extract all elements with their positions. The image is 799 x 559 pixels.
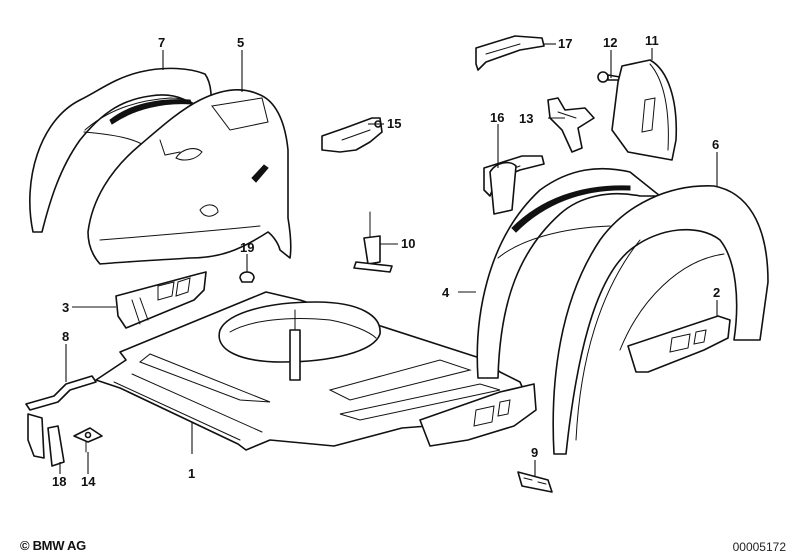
- part-3-side-member-left[interactable]: [115, 271, 207, 329]
- callout-14[interactable]: 14: [81, 474, 96, 489]
- callout-1[interactable]: 1: [188, 466, 195, 481]
- part-17-bracket-top[interactable]: [475, 35, 545, 71]
- part-4-wheelhouse-inner-right[interactable]: [476, 161, 661, 379]
- callout-7[interactable]: 7: [158, 35, 165, 50]
- callout-13[interactable]: 13: [519, 111, 533, 126]
- part-9-clip-plate[interactable]: [517, 471, 553, 493]
- part-5-wheelhouse-inner-left[interactable]: [87, 88, 292, 265]
- part-19-plug[interactable]: [239, 271, 255, 283]
- callout-10[interactable]: 10: [401, 236, 415, 251]
- reference-number: 00005172: [732, 540, 786, 554]
- callout-3[interactable]: 3: [62, 300, 69, 315]
- part-6-wheelhouse-outer-right[interactable]: [552, 185, 769, 455]
- callout-17[interactable]: 17: [558, 36, 572, 51]
- callout-5[interactable]: 5: [237, 35, 244, 50]
- part-10-bolt-bracket[interactable]: [353, 211, 393, 273]
- callout-8[interactable]: 8: [62, 329, 69, 344]
- callout-11[interactable]: 11: [645, 33, 659, 48]
- part-13-bracket[interactable]: [547, 97, 595, 153]
- callout-19[interactable]: 19: [240, 240, 254, 255]
- callout-18[interactable]: 18: [52, 474, 66, 489]
- callout-15[interactable]: 15: [387, 116, 401, 131]
- part-1-floor-pan[interactable]: [95, 291, 529, 451]
- part-side-rail-right: [419, 383, 537, 447]
- callout-4[interactable]: 4: [442, 285, 450, 300]
- part-12-screw[interactable]: [597, 71, 621, 83]
- callout-16[interactable]: 16: [490, 110, 504, 125]
- callout-12[interactable]: 12: [603, 35, 617, 50]
- callout-2[interactable]: 2: [713, 285, 720, 300]
- callout-labels: 7 5 15 17 12 11 13 16 10 19 3 8 4 2 6 1 …: [52, 33, 720, 489]
- copyright-label: © BMW AG: [20, 538, 86, 553]
- leader-lines: [59, 43, 718, 476]
- part-8-tube[interactable]: [25, 375, 97, 411]
- part-18-reinforcement[interactable]: [27, 413, 65, 467]
- part-2-side-member-right[interactable]: [627, 315, 731, 373]
- callout-9[interactable]: 9: [531, 445, 538, 460]
- callout-6[interactable]: 6: [712, 137, 719, 152]
- part-11-cover-panel[interactable]: [611, 59, 678, 161]
- part-15-bracket[interactable]: [321, 117, 383, 153]
- part-14-holder-plate[interactable]: [73, 427, 103, 453]
